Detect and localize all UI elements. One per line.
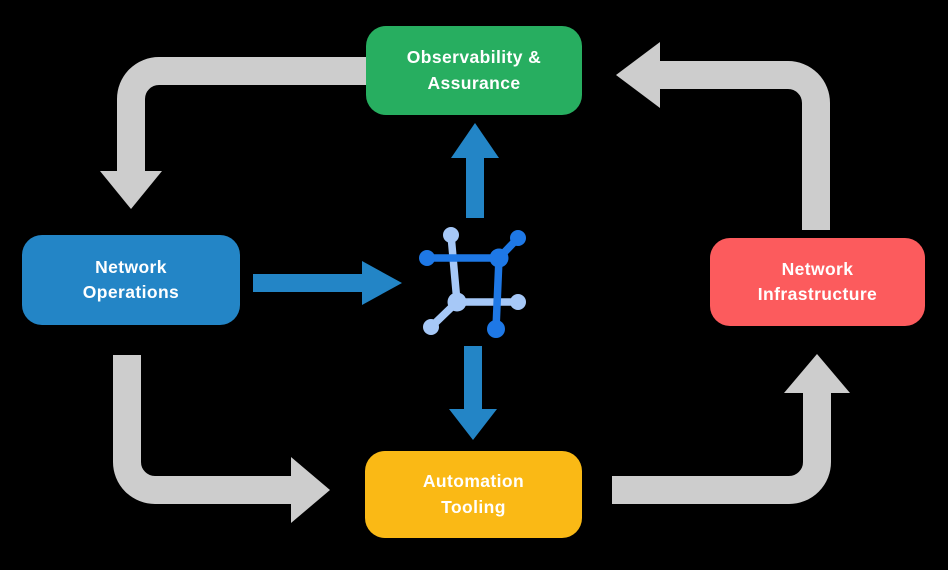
- node-observability-label: Observability & Assurance: [406, 47, 542, 93]
- arrow-automation-to-infrastructure: [612, 354, 850, 504]
- node-infrastructure-label: Network Infrastructure: [757, 258, 878, 304]
- network-mesh-icon: [419, 227, 526, 338]
- arrow-center-to-observability: [451, 123, 499, 218]
- mesh-dark-branches: [419, 230, 526, 338]
- node-automation-tooling: Automation Tooling: [365, 451, 582, 538]
- node-operations-label: Network Operations: [82, 256, 180, 302]
- node-automation-label: Automation Tooling: [422, 471, 525, 517]
- arrow-observability-to-operations: [100, 57, 366, 209]
- arrow-infrastructure-to-observability: [616, 42, 830, 230]
- arrow-operations-to-center: [253, 261, 402, 305]
- arrow-center-to-automation: [449, 346, 497, 440]
- node-network-infrastructure: Network Infrastructure: [710, 238, 925, 326]
- node-network-operations: Network Operations: [22, 235, 240, 325]
- arrow-operations-to-automation: [113, 355, 330, 523]
- mesh-light-branches: [423, 227, 526, 335]
- node-observability-assurance: Observability & Assurance: [366, 26, 582, 115]
